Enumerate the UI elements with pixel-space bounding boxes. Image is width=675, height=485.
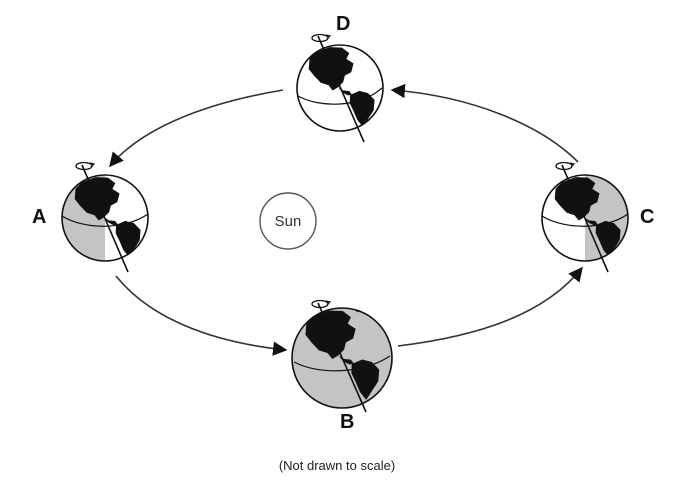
label-a: A xyxy=(32,206,46,228)
orbit-arrow-b-to-c xyxy=(397,266,583,347)
orbit-arrow-c-to-d xyxy=(390,83,579,163)
rotation-arrow-icon xyxy=(311,33,332,43)
earth-position-b xyxy=(291,299,393,413)
sun-label: Sun xyxy=(275,213,302,230)
rotation-arrow-icon xyxy=(311,299,332,309)
earth-position-a xyxy=(61,161,149,273)
rotation-arrow-icon xyxy=(75,161,96,171)
scale-note: (Not drawn to scale) xyxy=(279,458,395,473)
sun: Sun xyxy=(259,192,317,250)
label-d: D xyxy=(336,13,350,35)
label-b: B xyxy=(340,411,354,433)
earth-position-c xyxy=(541,161,629,273)
orbit-arrow-a-to-b xyxy=(115,275,288,356)
orbit-path xyxy=(109,83,583,356)
label-c: C xyxy=(640,206,654,228)
earth-position-d xyxy=(296,33,384,143)
orbit-arrow-d-to-a xyxy=(109,89,284,168)
rotation-arrow-icon xyxy=(555,161,576,171)
